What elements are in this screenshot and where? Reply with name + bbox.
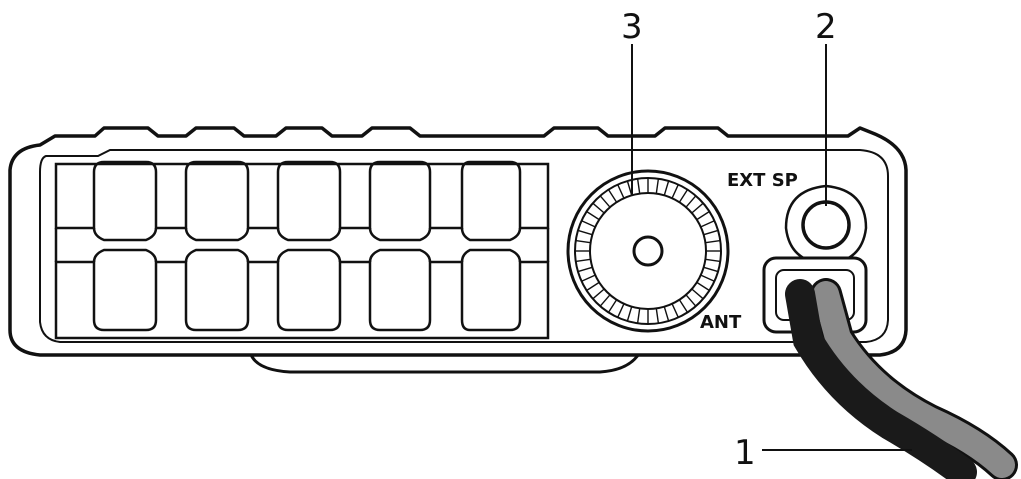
- heatsink-divider: [54, 227, 550, 263]
- knurl-ridge: [705, 239, 721, 244]
- knurl-ridge: [626, 180, 633, 196]
- knurl-ridge: [626, 306, 633, 322]
- bottom-foot: [248, 351, 642, 374]
- knurl-ridge: [691, 202, 704, 214]
- knurl-ridge: [671, 303, 679, 318]
- knurl-ridge: [599, 195, 611, 208]
- heatsink-fins-top: [54, 160, 550, 230]
- knurl-ridge: [577, 229, 593, 236]
- callout-1: 1: [734, 433, 756, 473]
- knurl-ridge: [586, 281, 600, 292]
- knurl-ridge: [586, 210, 600, 221]
- knurl-ridge: [678, 299, 689, 313]
- heatsink-fins-bottom: [54, 260, 550, 340]
- knurl-ridge: [703, 229, 719, 236]
- knurl-ridge: [696, 281, 710, 292]
- knurl-ridge: [577, 266, 593, 273]
- knurl-ridge: [705, 258, 721, 263]
- knurl-ridge: [607, 189, 618, 203]
- knurl-ridge: [663, 180, 670, 196]
- knurl-ridge: [636, 178, 641, 194]
- antenna-connector[interactable]: [566, 169, 730, 333]
- knurl-ridge: [592, 288, 605, 300]
- callout-3: 3: [621, 7, 643, 47]
- knurl-ridge: [703, 266, 719, 273]
- ant-label: ANT: [700, 312, 742, 333]
- knurl-ridge: [700, 274, 715, 282]
- knurl-ridge: [607, 299, 618, 313]
- callout-2: 2: [815, 7, 837, 47]
- knurl-ridge: [696, 210, 710, 221]
- knurl-ridge: [663, 306, 670, 322]
- knurl-ridge: [636, 308, 641, 324]
- power-cable[interactable]: [785, 278, 1018, 479]
- cable-black-lead: [785, 279, 977, 479]
- knurl-ridge: [700, 220, 715, 228]
- knurl-ridge: [678, 189, 689, 203]
- knurl-ridge: [575, 258, 591, 263]
- knurl-ridge: [685, 294, 697, 307]
- knurl-ridge: [581, 220, 596, 228]
- knurl-ridge: [655, 178, 660, 194]
- knurl-ridge: [691, 288, 704, 300]
- ext-sp-label: EXT SP: [727, 170, 798, 191]
- knurl-ridge: [599, 294, 611, 307]
- antenna-center-pin: [632, 235, 664, 267]
- knurl-ridge: [581, 274, 596, 282]
- knurl-ridge: [671, 184, 679, 199]
- antenna-knurl-ridges: [575, 178, 721, 324]
- knurl-ridge: [592, 202, 605, 214]
- ext-sp-jack[interactable]: [784, 184, 868, 266]
- knurl-ridge: [655, 308, 660, 324]
- knurl-ridge: [575, 239, 591, 244]
- face-inner-outline: [39, 149, 889, 343]
- knurl-ridge: [685, 195, 697, 208]
- knurl-ridge: [617, 303, 625, 318]
- knurl-ridge: [617, 184, 625, 199]
